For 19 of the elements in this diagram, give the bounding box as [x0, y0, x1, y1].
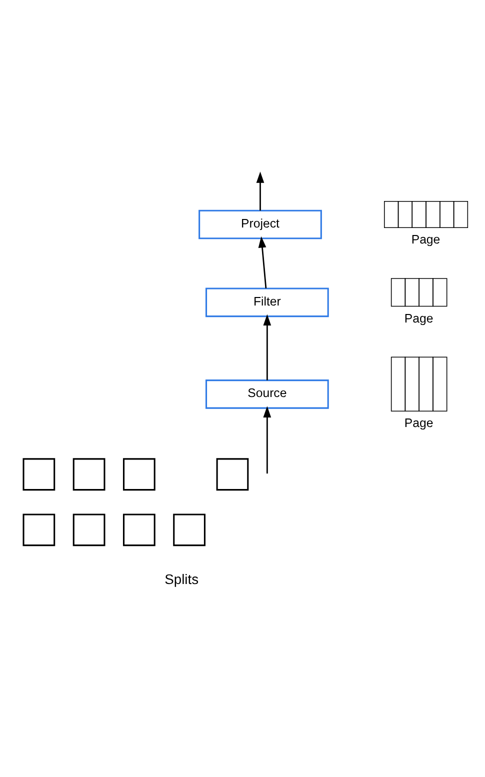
node-box	[173, 514, 206, 546]
label: Splits	[164, 571, 199, 588]
node-box	[216, 458, 249, 491]
node-box	[122, 514, 156, 546]
node-box	[72, 514, 106, 546]
node-box	[122, 458, 156, 491]
node-box	[72, 458, 106, 491]
node-label: Page	[404, 416, 434, 430]
node-label: Page	[404, 311, 434, 326]
node-box: Filter	[205, 288, 329, 318]
node-box	[22, 514, 56, 546]
node-box: Project	[198, 210, 322, 240]
node-box: Source	[205, 380, 329, 409]
node-box	[22, 458, 56, 491]
arrow	[263, 314, 272, 380]
node-label: Page	[411, 232, 440, 247]
arrow	[256, 172, 264, 211]
arrow	[258, 236, 267, 288]
arrow	[263, 406, 272, 474]
